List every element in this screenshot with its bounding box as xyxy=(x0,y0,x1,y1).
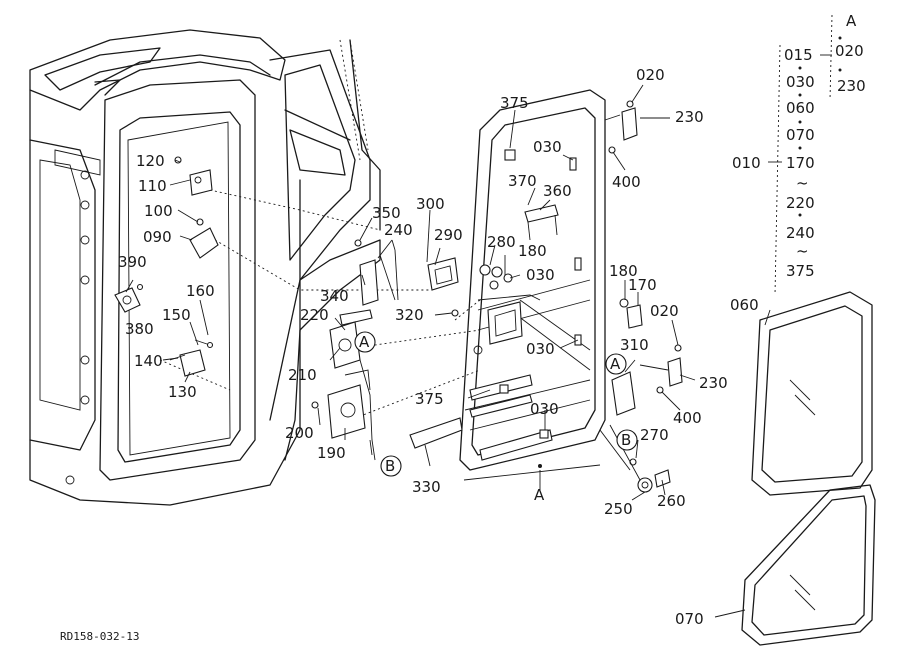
label-030-door-mid: 030 xyxy=(526,266,555,284)
circle-B-right: B xyxy=(621,431,631,449)
circled-references xyxy=(354,331,638,477)
label-110: 110 xyxy=(138,177,167,195)
circle-A-right: A xyxy=(610,355,621,373)
label-230-top-hinge: 230 xyxy=(675,108,704,126)
label-020-list: 020 xyxy=(835,42,864,60)
label-220-lever: 220 xyxy=(300,306,329,324)
label-120: 120 xyxy=(136,152,165,170)
label-160: 160 xyxy=(186,282,215,300)
label-190: 190 xyxy=(317,444,346,462)
label-375-door: 375 xyxy=(500,94,529,112)
label-300: 300 xyxy=(416,195,445,213)
label-170-list: 170 xyxy=(786,154,815,172)
label-380: 380 xyxy=(125,320,154,338)
label-070-glass: 070 xyxy=(675,610,704,628)
label-220-list: 220 xyxy=(786,194,815,212)
circle-B-left: B xyxy=(385,457,395,475)
cab-frame xyxy=(29,29,381,506)
label-310: 310 xyxy=(620,336,649,354)
circle-A-left: A xyxy=(359,333,370,351)
label-015: 015 xyxy=(784,46,813,64)
label-210: 210 xyxy=(288,366,317,384)
glass-panes xyxy=(741,291,876,646)
door-frame xyxy=(159,89,606,471)
label-140: 140 xyxy=(134,352,163,370)
label-130: 130 xyxy=(168,383,197,401)
tilde-2: ~ xyxy=(796,242,809,260)
label-030-trim: 030 xyxy=(530,400,559,418)
label-180-right: 180 xyxy=(609,262,638,280)
label-020-top-hinge: 020 xyxy=(636,66,665,84)
label-400-top-hinge: 400 xyxy=(612,173,641,191)
label-070-list: 070 xyxy=(786,126,815,144)
label-270: 270 xyxy=(640,426,669,444)
lock-parts xyxy=(311,239,513,461)
label-030-door-lower: 030 xyxy=(526,340,555,358)
drawing-reference: RD158-032-13 xyxy=(60,630,139,643)
label-030-list: 030 xyxy=(786,73,815,91)
label-290: 290 xyxy=(434,226,463,244)
label-340: 340 xyxy=(320,287,349,305)
label-100: 100 xyxy=(144,202,173,220)
callout-labels: A 015 020 230 030 060 070 010 170 ~ 220 … xyxy=(60,12,866,643)
label-250: 250 xyxy=(604,500,633,518)
label-020-lower-hinge: 020 xyxy=(650,302,679,320)
label-390: 390 xyxy=(118,253,147,271)
label-320: 320 xyxy=(395,306,424,324)
label-010: 010 xyxy=(732,154,761,172)
label-350: 350 xyxy=(372,204,401,222)
label-240-list: 240 xyxy=(786,224,815,242)
label-170-right: 170 xyxy=(628,276,657,294)
leader-lines xyxy=(125,14,842,618)
label-230-list: 230 xyxy=(837,77,866,95)
cab-small-parts xyxy=(114,156,219,377)
label-375-list: 375 xyxy=(786,262,815,280)
label-060-glass: 060 xyxy=(730,296,759,314)
label-360: 360 xyxy=(543,182,572,200)
label-A-bottom: A xyxy=(534,486,545,504)
label-090: 090 xyxy=(143,228,172,246)
label-330: 330 xyxy=(412,478,441,496)
tilde-1: ~ xyxy=(796,174,809,192)
label-400-lower-hinge: 400 xyxy=(673,409,702,427)
label-230-lower-hinge: 230 xyxy=(699,374,728,392)
label-030-door-top: 030 xyxy=(533,138,562,156)
label-060-list: 060 xyxy=(786,99,815,117)
label-200: 200 xyxy=(285,424,314,442)
label-180-door: 180 xyxy=(518,242,547,260)
label-370: 370 xyxy=(508,172,537,190)
label-150: 150 xyxy=(162,306,191,324)
label-A-top: A xyxy=(846,12,857,30)
label-280: 280 xyxy=(487,233,516,251)
label-260: 260 xyxy=(657,492,686,510)
label-240-rods: 240 xyxy=(384,221,413,239)
label-375-trim: 375 xyxy=(415,390,444,408)
